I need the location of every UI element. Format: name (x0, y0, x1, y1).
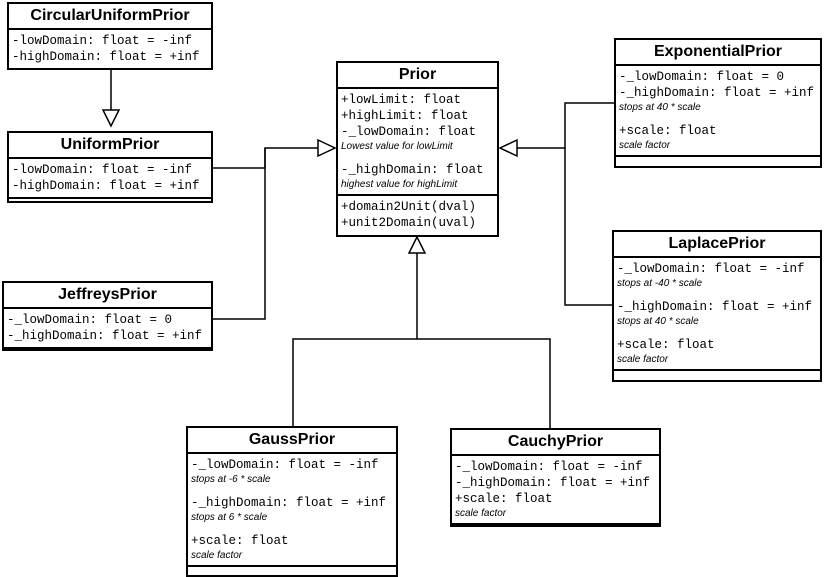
arrowhead-to-uniform (101, 109, 121, 128)
link-jeffreys-to-prior (213, 148, 266, 320)
attribute-section: -_lowDomain: float = -inf -_highDomain: … (452, 456, 659, 525)
operation-section: +domain2Unit(dval) +unit2Domain(uval) (338, 196, 497, 234)
operation-section (4, 349, 211, 355)
attribute: +lowLimit: float (341, 93, 462, 107)
attribute-section: +lowLimit: float +highLimit: float -_low… (338, 89, 497, 196)
attribute: -_highDomain: float = +inf (617, 300, 813, 314)
arrowhead-prior-bottom (407, 235, 427, 254)
attribute: +scale: float (191, 534, 289, 548)
attribute-note: scale factor (617, 354, 669, 365)
class-prior: Prior +lowLimit: float +highLimit: float… (336, 61, 499, 237)
attribute-note: stops at 6 * scale (191, 512, 268, 523)
attribute: +scale: float (617, 338, 715, 352)
class-name: GaussPrior (188, 428, 396, 454)
class-name: ExponentialPrior (616, 40, 820, 66)
attribute-note: scale factor (619, 140, 671, 151)
attribute: -_highDomain: float (341, 163, 484, 177)
class-name: Prior (338, 63, 497, 89)
operation-section (616, 157, 820, 163)
attribute: -highDomain: float = +inf (12, 50, 200, 64)
attribute-section: -lowDomain: float = -inf -highDomain: fl… (9, 30, 211, 70)
operation: +domain2Unit(dval) (341, 200, 477, 214)
class-exponential-prior: ExponentialPrior -_lowDomain: float = 0 … (614, 38, 822, 168)
attribute-section: -_lowDomain: float = -inf stops at -40 *… (614, 258, 820, 371)
attribute: -lowDomain: float = -inf (12, 163, 193, 177)
attribute-note: stops at -40 * scale (617, 278, 703, 289)
operation-section (9, 70, 211, 76)
attribute: -_lowDomain: float = 0 (619, 70, 785, 84)
class-uniform-prior: UniformPrior -lowDomain: float = -inf -h… (7, 131, 213, 203)
attribute: -highDomain: float = +inf (12, 179, 200, 193)
attribute-note: stops at -6 * scale (191, 474, 271, 485)
attribute: +highLimit: float (341, 109, 469, 123)
attribute-note: stops at 40 * scale (617, 316, 699, 327)
class-name: JeffreysPrior (4, 283, 211, 309)
attribute: -_lowDomain: float = -inf (455, 460, 643, 474)
link-exponential-to-prior (516, 102, 614, 149)
attribute: -_highDomain: float = +inf (619, 86, 815, 100)
operation-section (614, 371, 820, 377)
attribute: -_highDomain: float = +inf (455, 476, 651, 490)
attribute-section: -lowDomain: float = -inf -highDomain: fl… (9, 159, 211, 199)
attribute-section: -_lowDomain: float = -inf stops at -6 * … (188, 454, 396, 567)
attribute: -_highDomain: float = +inf (191, 496, 387, 510)
attribute-note: stops at 40 * scale (619, 102, 701, 113)
class-gauss-prior: GaussPrior -_lowDomain: float = -inf sto… (186, 426, 398, 577)
attribute: -_highDomain: float = +inf (7, 329, 203, 343)
class-jeffreys-prior: JeffreysPrior -_lowDomain: float = 0 -_h… (2, 281, 213, 351)
attribute-note: highest value for highLimit (341, 179, 458, 190)
attribute-section: -_lowDomain: float = 0 -_highDomain: flo… (4, 309, 211, 349)
attribute: +scale: float (455, 492, 553, 506)
operation-section (452, 525, 659, 531)
link-uniform-to-prior (213, 147, 320, 169)
class-name: CauchyPrior (452, 430, 659, 456)
attribute: -_lowDomain: float (341, 125, 477, 139)
operation-section (9, 199, 211, 205)
attribute-note: scale factor (455, 508, 507, 519)
attribute: +scale: float (619, 124, 717, 138)
attribute: -_lowDomain: float = 0 (7, 313, 173, 327)
attribute-note: Lowest value for lowLimit (341, 141, 453, 152)
attribute-note: scale factor (191, 550, 243, 561)
class-circular-uniform-prior: CircularUniformPrior -lowDomain: float =… (7, 2, 213, 70)
attribute: -_lowDomain: float = -inf (191, 458, 379, 472)
arrowhead-prior-left (317, 138, 337, 158)
class-name: LaplacePrior (614, 232, 820, 258)
attribute: -lowDomain: float = -inf (12, 34, 193, 48)
class-laplace-prior: LaplacePrior -_lowDomain: float = -inf s… (612, 230, 822, 382)
link-gauss-cauchy-bus (292, 338, 551, 428)
class-name: CircularUniformPrior (9, 4, 211, 30)
attribute-section: -_lowDomain: float = 0 -_highDomain: flo… (616, 66, 820, 157)
class-cauchy-prior: CauchyPrior -_lowDomain: float = -inf -_… (450, 428, 661, 527)
link-laplace-to-prior (564, 148, 614, 306)
class-name: UniformPrior (9, 133, 211, 159)
attribute: -_lowDomain: float = -inf (617, 262, 805, 276)
arrowhead-prior-right (498, 138, 518, 158)
operation: +unit2Domain(uval) (341, 216, 477, 230)
operation-section (188, 567, 396, 573)
